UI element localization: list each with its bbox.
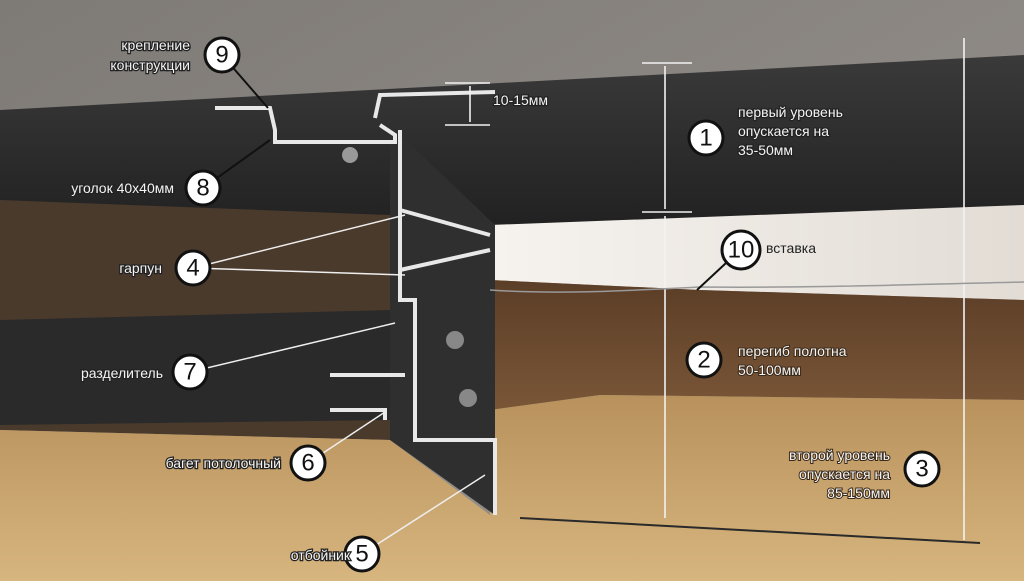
svg-text:вставка: вставка <box>766 240 816 256</box>
callout-6: 6 багет потолочный <box>164 444 327 482</box>
svg-text:4: 4 <box>186 255 199 282</box>
svg-text:крепление: крепление <box>121 37 190 53</box>
svg-text:7: 7 <box>183 359 196 386</box>
svg-text:отбойник: отбойник <box>291 547 351 563</box>
mount-profile <box>373 90 496 119</box>
svg-text:10-15мм: 10-15мм <box>493 92 548 108</box>
callout-10: 10 вставка <box>720 229 816 271</box>
callout-5: 5 отбойник <box>290 535 381 573</box>
svg-text:гарпун: гарпун <box>119 260 162 276</box>
dimension-first-level <box>642 62 692 213</box>
callout-9: 9 крепление конструкции <box>109 36 241 74</box>
screw <box>459 389 477 407</box>
svg-text:опускается на: опускается на <box>799 466 890 482</box>
svg-text:2: 2 <box>697 347 710 374</box>
svg-text:багет потолочный: багет потолочный <box>166 455 281 471</box>
dimension-bend <box>519 216 981 544</box>
leader-5 <box>361 474 486 555</box>
leader-7 <box>189 322 396 373</box>
svg-text:3: 3 <box>915 456 928 483</box>
svg-text:6: 6 <box>301 450 314 477</box>
svg-text:50-100мм: 50-100мм <box>738 362 801 378</box>
svg-text:8: 8 <box>196 175 209 202</box>
svg-text:1: 1 <box>699 125 712 152</box>
screw <box>342 147 358 163</box>
svg-text:первый уровень: первый уровень <box>738 104 843 120</box>
second-level-ceiling <box>0 395 1024 581</box>
svg-text:5: 5 <box>355 541 368 568</box>
first-level-ceiling <box>0 55 1024 250</box>
insert-edge <box>489 281 1024 293</box>
svg-text:10: 10 <box>728 237 755 264</box>
svg-text:35-50мм: 35-50мм <box>738 142 793 158</box>
callout-4: 4 гарпун <box>118 249 212 287</box>
harpoon-profile <box>399 208 491 272</box>
callout-3: 3 второй уровень опускается на 85-150мм <box>788 446 941 502</box>
callout-7: 7 разделитель <box>80 353 209 391</box>
leader-4 <box>192 214 406 276</box>
callout-8: 8 уголок 40х40мм <box>70 169 222 207</box>
svg-text:второй уровень: второй уровень <box>789 447 890 463</box>
svg-text:разделитель: разделитель <box>81 365 163 381</box>
baguette-profile <box>330 373 405 420</box>
svg-text:уголок 40х40мм: уголок 40х40мм <box>71 180 174 196</box>
svg-text:перегиб полотна: перегиб полотна <box>738 343 847 359</box>
svg-text:конструкции: конструкции <box>110 57 190 73</box>
svg-text:опускается на: опускается на <box>738 123 829 139</box>
angle-profile <box>215 106 397 144</box>
callout-1: 1 первый уровень опускается на 35-50мм <box>687 103 844 159</box>
svg-text:9: 9 <box>215 42 228 69</box>
main-profile <box>398 130 497 515</box>
dimension-gap: 10-15мм <box>445 82 549 126</box>
callout-2: 2 перегиб полотна 50-100мм <box>685 341 848 379</box>
svg-text:85-150мм: 85-150мм <box>827 485 890 501</box>
second-level-bend <box>490 280 1024 410</box>
screw <box>446 331 464 349</box>
